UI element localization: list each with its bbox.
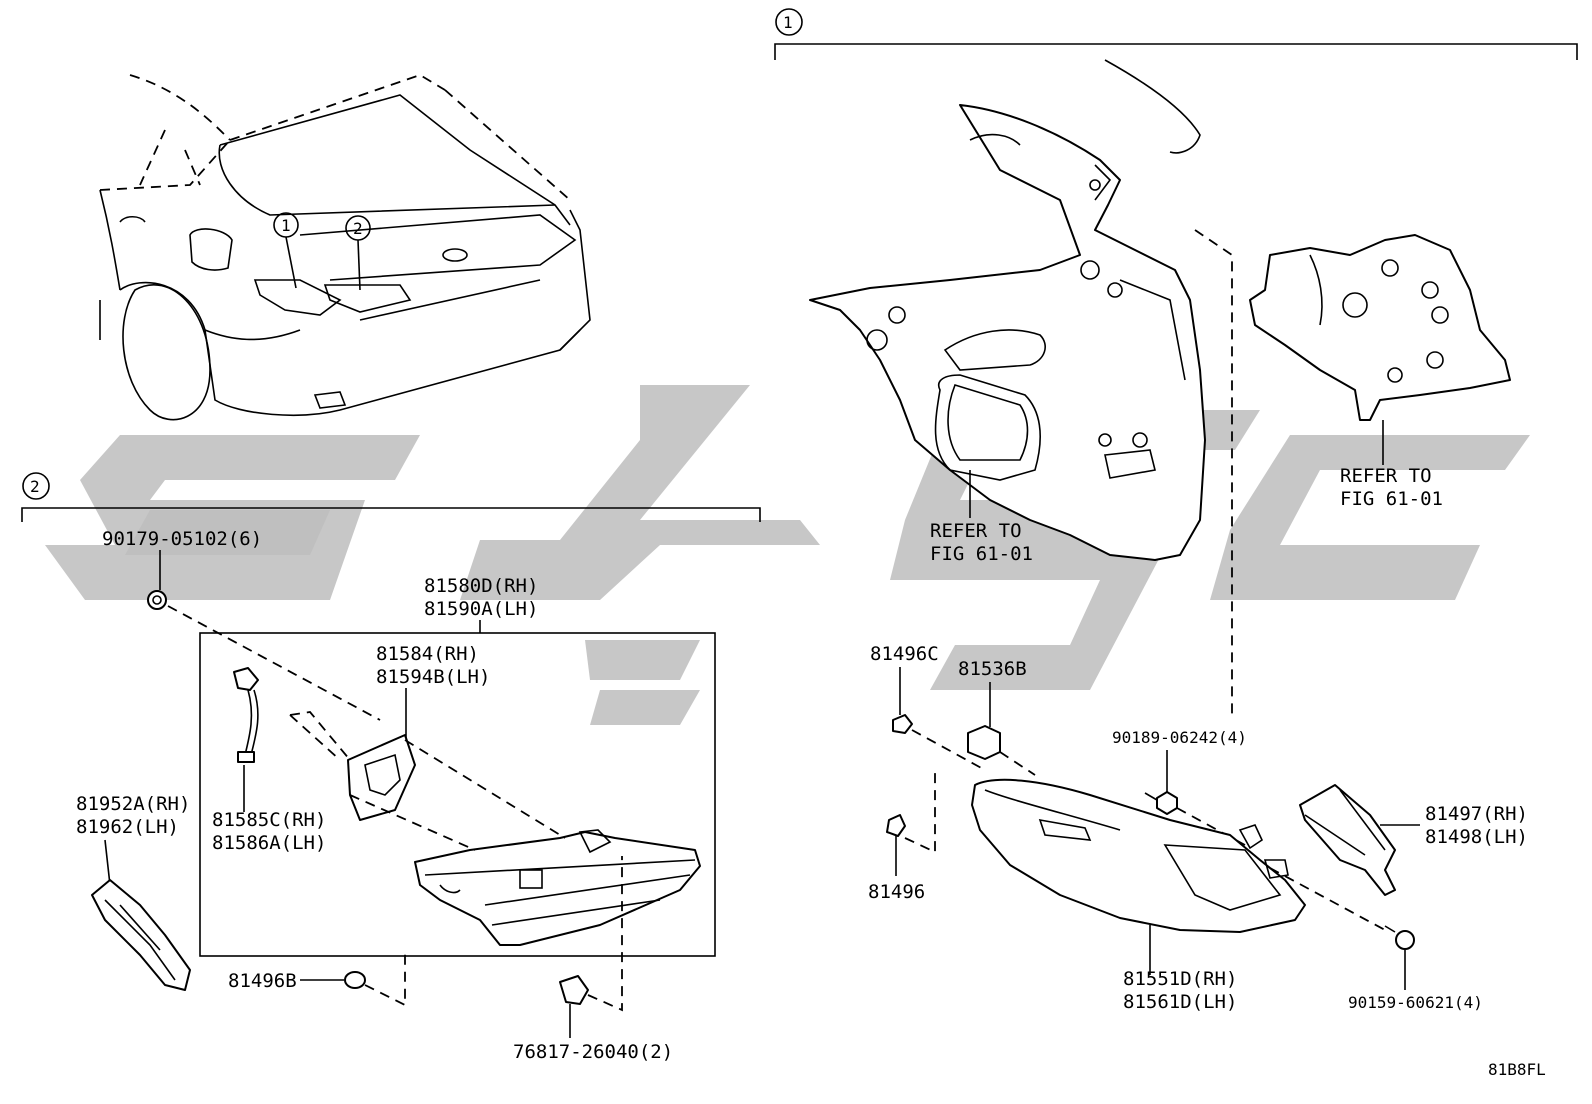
svg-text:81962(LH): 81962(LH) xyxy=(76,816,179,838)
watermark-logo xyxy=(45,385,1530,725)
svg-text:81594B(LH): 81594B(LH) xyxy=(376,666,490,688)
car-callout-2: 2 xyxy=(345,215,371,291)
quarter-panel-inner: REFER TO FIG 61-01 xyxy=(809,59,1206,565)
svg-text:FIG 61-01: FIG 61-01 xyxy=(930,543,1033,565)
fastener-90179: 90179-05102(6) xyxy=(102,528,381,721)
svg-text:2: 2 xyxy=(353,219,363,238)
tail-lamp-81551: 81551D(RH) 81561D(LH) xyxy=(971,778,1306,1013)
svg-text:76817-26040(2): 76817-26040(2) xyxy=(513,1041,673,1063)
clip-81496: 81496 xyxy=(868,770,936,903)
bolt-90189: 90189-06242(4) xyxy=(1112,728,1247,846)
reflector-81952: 81952A(RH) 81962(LH) xyxy=(76,793,191,991)
svg-text:90189-06242(4): 90189-06242(4) xyxy=(1112,728,1247,747)
clip-76817: 76817-26040(2) xyxy=(513,856,673,1063)
bracket-right-panel: REFER TO FIG 61-01 xyxy=(1249,234,1511,510)
svg-text:81496: 81496 xyxy=(868,881,925,903)
svg-text:81580D(RH): 81580D(RH) xyxy=(424,575,538,597)
cushion-81536B: 81536B xyxy=(958,658,1036,776)
svg-text:81590A(LH): 81590A(LH) xyxy=(424,598,538,620)
svg-text:81536B: 81536B xyxy=(958,658,1027,680)
svg-text:81498(LH): 81498(LH) xyxy=(1425,826,1528,848)
svg-text:81584(RH): 81584(RH) xyxy=(376,643,479,665)
reflector-81497: 81497(RH) 81498(LH) xyxy=(1299,784,1528,896)
clip-81496C: 81496C xyxy=(870,643,986,771)
assembly-81580: 81580D(RH) 81590A(LH) xyxy=(199,575,716,957)
svg-text:90159-60621(4): 90159-60621(4) xyxy=(1348,993,1483,1012)
svg-text:81585C(RH): 81585C(RH) xyxy=(212,809,326,831)
svg-text:81496C: 81496C xyxy=(870,643,939,665)
figure-code: 81B8FL xyxy=(1488,1060,1546,1079)
socket-wire-81585: 81585C(RH) 81586A(LH) xyxy=(212,667,326,854)
bolt-90159: 90159-60621(4) xyxy=(1269,867,1483,1012)
gasket-81584: 81584(RH) 81594B(LH) xyxy=(289,643,490,821)
svg-text:81561D(LH): 81561D(LH) xyxy=(1123,991,1237,1013)
svg-text:REFER TO: REFER TO xyxy=(1340,465,1432,487)
svg-text:81496B: 81496B xyxy=(228,970,297,992)
group-2-header: 2 xyxy=(21,472,761,522)
svg-text:81586A(LH): 81586A(LH) xyxy=(212,832,326,854)
svg-text:90179-05102(6): 90179-05102(6) xyxy=(102,528,262,550)
svg-text:81497(RH): 81497(RH) xyxy=(1425,803,1528,825)
svg-text:REFER TO: REFER TO xyxy=(930,520,1022,542)
car-rear-view xyxy=(99,74,591,421)
svg-text:1: 1 xyxy=(281,216,291,235)
svg-text:2: 2 xyxy=(30,477,40,496)
inner-lamp-assembly xyxy=(349,739,701,946)
svg-text:81551D(RH): 81551D(RH) xyxy=(1123,968,1237,990)
clip-81496B: 81496B xyxy=(228,950,406,1007)
svg-text:FIG 61-01: FIG 61-01 xyxy=(1340,488,1443,510)
car-callout-1: 1 xyxy=(273,212,299,289)
group-1-header: 1 xyxy=(774,8,1578,60)
svg-text:81952A(RH): 81952A(RH) xyxy=(76,793,190,815)
svg-text:1: 1 xyxy=(783,13,793,32)
